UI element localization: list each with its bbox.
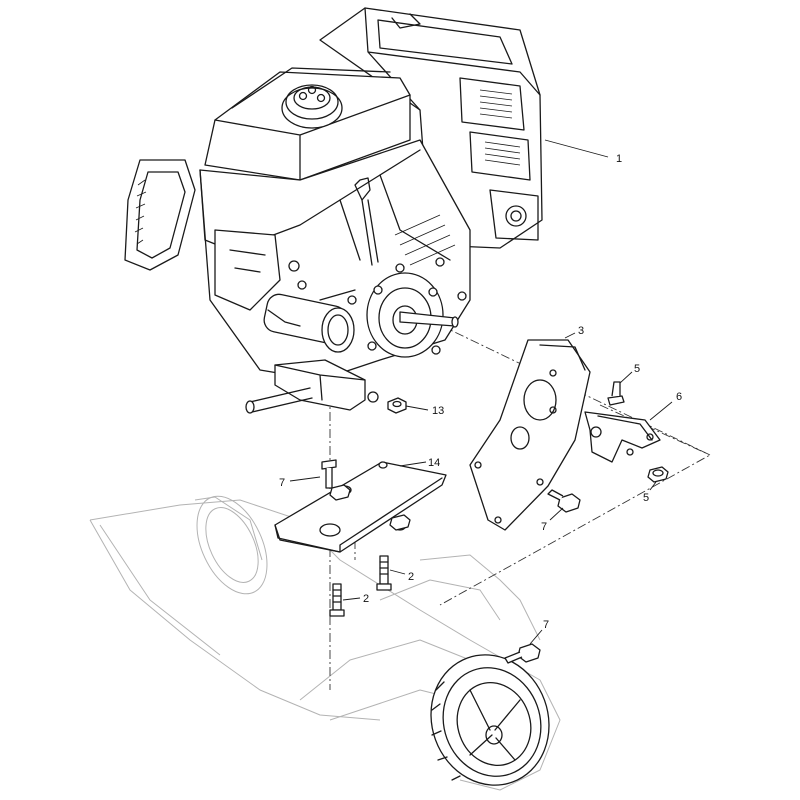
- wheel: [430, 654, 550, 786]
- part-3-mount-bracket: [469, 339, 591, 531]
- callout-7-top: 7: [279, 477, 285, 489]
- engine: [124, 7, 543, 414]
- callout-1: 1: [616, 153, 622, 165]
- callout-labels: 1 3 5 6 5 13 7 14 7 2 2 7: [279, 153, 682, 631]
- part-7-bolt-bracket: [547, 489, 581, 513]
- callout-7-bottom: 7: [543, 619, 549, 631]
- part-6-small-bracket: [584, 411, 661, 463]
- callout-2-right: 2: [408, 571, 414, 583]
- callout-14: 14: [428, 457, 440, 469]
- callout-13: 13: [432, 405, 444, 417]
- frame-housing-ghost: [89, 495, 561, 791]
- callout-7-bracket: 7: [541, 521, 547, 533]
- part-2-bolt-right: [376, 555, 392, 591]
- part-13-nut: [387, 397, 407, 414]
- part-7-bolt-bottom: [504, 643, 541, 664]
- callout-5-lower: 5: [643, 492, 649, 504]
- part-2-bolt-left: [329, 583, 345, 617]
- part-7-bolt-top: [321, 459, 337, 489]
- part-5-bolt-upper: [607, 381, 625, 406]
- callout-5-upper: 5: [634, 363, 640, 375]
- callout-6: 6: [676, 391, 682, 403]
- leader-lines: [289, 139, 673, 645]
- callout-3: 3: [578, 325, 584, 337]
- part-14-plate: [274, 461, 447, 553]
- part-5-bolt-lower: [647, 466, 669, 483]
- callout-2-left: 2: [363, 593, 369, 605]
